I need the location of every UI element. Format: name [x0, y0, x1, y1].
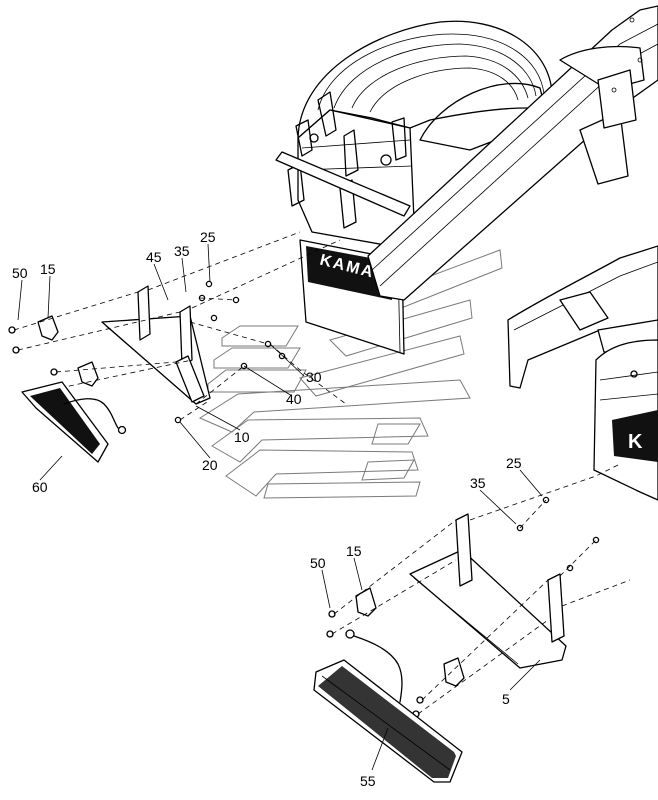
callout-35-bottom: 35	[470, 475, 486, 491]
leader-lines-top	[17, 243, 305, 481]
fender-assembly-bottom: K	[507, 245, 658, 501]
lamp-bracket-bottom	[313, 463, 631, 783]
mudflap-brand-bottom: K	[628, 431, 643, 453]
callout-25-top: 25	[200, 229, 216, 245]
callouts-top: 50 15 45 35 25 30 40 10 20 60	[12, 229, 322, 495]
lamp-bracket-top	[8, 231, 347, 463]
callout-60: 60	[32, 479, 48, 495]
callout-30: 30	[306, 369, 322, 385]
callout-25-bottom: 25	[506, 455, 522, 471]
callout-15-top: 15	[40, 261, 56, 277]
chevron-background	[198, 249, 503, 499]
leader-lines-bottom	[321, 469, 543, 771]
callout-5: 5	[502, 691, 510, 707]
callout-50-bottom: 50	[310, 555, 326, 571]
callout-20: 20	[202, 457, 218, 473]
fender-assembly-top: KAMAZ	[275, 20, 553, 355]
callout-10: 10	[234, 429, 250, 445]
callout-45: 45	[146, 249, 162, 265]
callout-15-bottom: 15	[346, 543, 362, 559]
callouts-bottom: 25 35 50 15 5 55	[310, 455, 522, 789]
callout-40: 40	[286, 391, 302, 407]
callout-35-top: 35	[174, 243, 190, 259]
frame-rail-top	[367, 5, 658, 301]
callout-50-top: 50	[12, 265, 28, 281]
callout-55: 55	[360, 773, 376, 789]
